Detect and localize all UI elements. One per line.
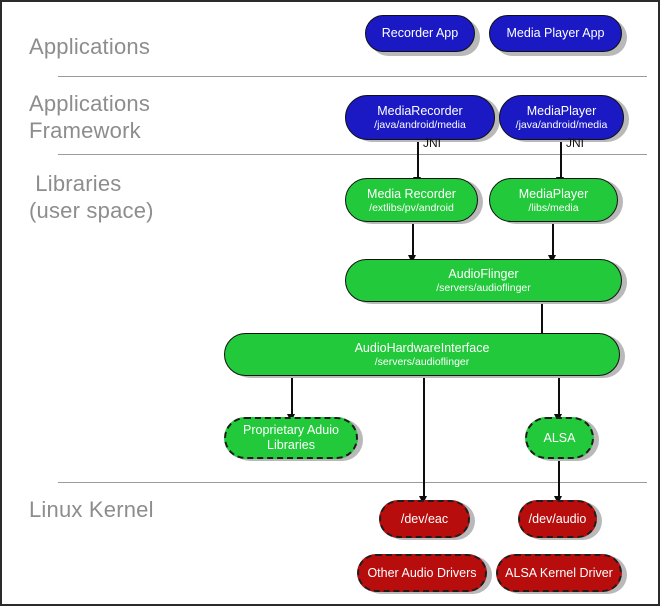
node-mediarecorder-framework-title: MediaRecorder [377, 104, 463, 118]
node-audiohardwareinterface-title: AudioHardwareInterface [354, 341, 490, 355]
node-alsa-kernel-driver-title: ALSA Kernel Driver [505, 565, 613, 580]
connector-mediaplayer-jni [560, 140, 562, 184]
node-mediaplayer-library[interactable]: MediaPlayer /libs/media [489, 178, 618, 222]
node-audiohardwareinterface-path: /servers/audioflinger [374, 356, 470, 368]
node-proprietary-audio-libraries[interactable]: Proprietary Aduio Libraries [224, 417, 358, 459]
node-alsa-title: ALSA [543, 430, 576, 445]
connector-audiohardware-proprietary [291, 376, 293, 420]
connector-audioflinger-audiohardware [541, 299, 543, 341]
section-label-libraries: Libraries (user space) [29, 171, 154, 223]
divider-applications [58, 76, 647, 77]
node-dev-eac[interactable]: /dev/eac [379, 500, 470, 538]
divider-framework [58, 154, 647, 155]
connector-mediarecorder-audioflinger [412, 221, 414, 263]
node-mediaplayer-library-path: /libs/media [528, 201, 579, 214]
node-mediarecorder-framework[interactable]: MediaRecorder /java/android/media [345, 95, 495, 140]
node-other-audio-drivers[interactable]: Other Audio Drivers [357, 554, 487, 592]
section-label-linux-kernel: Linux Kernel [29, 497, 154, 522]
divider-kernel [58, 482, 647, 483]
node-media-player-app-title: Media Player App [506, 26, 605, 40]
node-media-recorder-library[interactable]: Media Recorder /extlibs/pv/android [345, 178, 478, 222]
node-media-recorder-library-title: Media Recorder [367, 186, 456, 201]
section-label-applications-framework: Applications Framework [29, 91, 151, 143]
node-mediarecorder-framework-path: /java/android/media [374, 119, 466, 131]
edge-label-jni-left: JNI [423, 136, 441, 150]
connector-alsa-dev-audio [558, 457, 560, 501]
node-mediaplayer-framework-title: MediaPlayer [526, 104, 597, 118]
node-alsa-kernel-driver[interactable]: ALSA Kernel Driver [496, 554, 622, 592]
node-media-recorder-library-path: /extlibs/pv/android [369, 201, 454, 214]
node-mediaplayer-framework-path: /java/android/media [515, 119, 608, 131]
node-dev-audio-title: /dev/audio [528, 511, 587, 526]
node-audiohardwareinterface[interactable]: AudioHardwareInterface /servers/audiofli… [224, 333, 620, 376]
connector-audiohardware-alsa [558, 376, 560, 420]
node-dev-audio[interactable]: /dev/audio [518, 500, 597, 538]
edge-label-jni-right: JNI [566, 136, 584, 150]
node-media-player-app[interactable]: Media Player App [489, 15, 622, 52]
node-mediaplayer-framework[interactable]: MediaPlayer /java/android/media [499, 95, 624, 140]
node-recorder-app[interactable]: Recorder App [365, 15, 475, 52]
node-audioflinger-path: /servers/audioflinger [436, 282, 531, 294]
node-dev-eac-title: /dev/eac [400, 511, 449, 526]
node-other-audio-drivers-title: Other Audio Drivers [367, 565, 477, 580]
connector-mediarecorder-jni [417, 140, 419, 184]
node-proprietary-audio-libraries-title2: Libraries [267, 438, 315, 452]
node-recorder-app-title: Recorder App [381, 26, 459, 40]
node-alsa[interactable]: ALSA [525, 417, 594, 459]
connector-audiohardware-dev-eac [423, 376, 425, 501]
connector-mediaplayer-audioflinger [552, 221, 554, 263]
node-audioflinger-title: AudioFlinger [448, 267, 519, 281]
node-mediaplayer-library-title: MediaPlayer [518, 186, 589, 201]
node-audioflinger[interactable]: AudioFlinger /servers/audioflinger [345, 259, 622, 302]
section-label-applications: Applications [29, 34, 151, 59]
node-proprietary-audio-libraries-title: Proprietary Aduio [243, 423, 339, 437]
